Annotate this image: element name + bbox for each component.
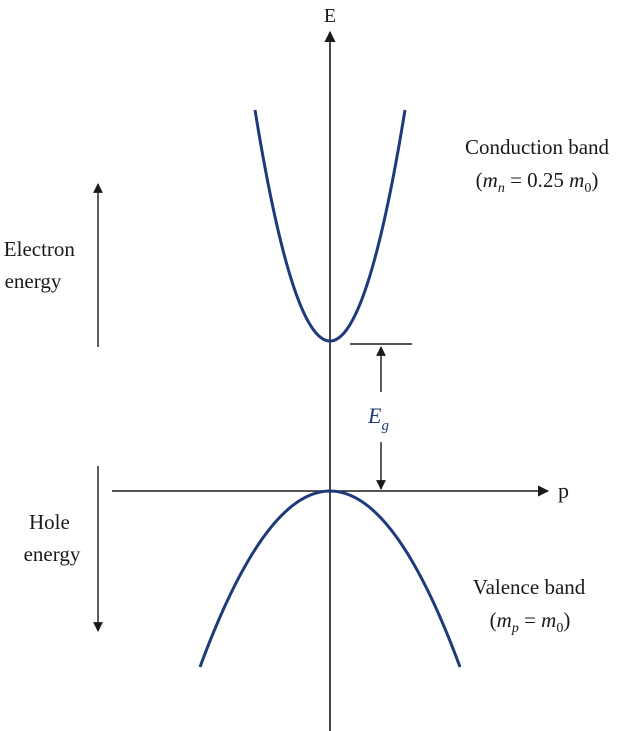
conduction-band-curve xyxy=(253,109,407,343)
valence-band-label: Valence band xyxy=(473,575,586,599)
valence-band-curve xyxy=(198,489,462,668)
momentum-axis-label: p xyxy=(558,478,569,503)
electron-energy-label: Electron energy xyxy=(4,237,80,293)
band-gap-label: Eg xyxy=(367,403,389,434)
conduction-band-label: Conduction band xyxy=(465,135,610,159)
conduction-band-mass: (mn = 0.25 m0) xyxy=(476,168,599,196)
hole-energy-label: Hole energy xyxy=(24,510,81,566)
valence-band-mass: (mp = m0) xyxy=(490,608,571,636)
energy-axis-label: E xyxy=(324,5,336,27)
